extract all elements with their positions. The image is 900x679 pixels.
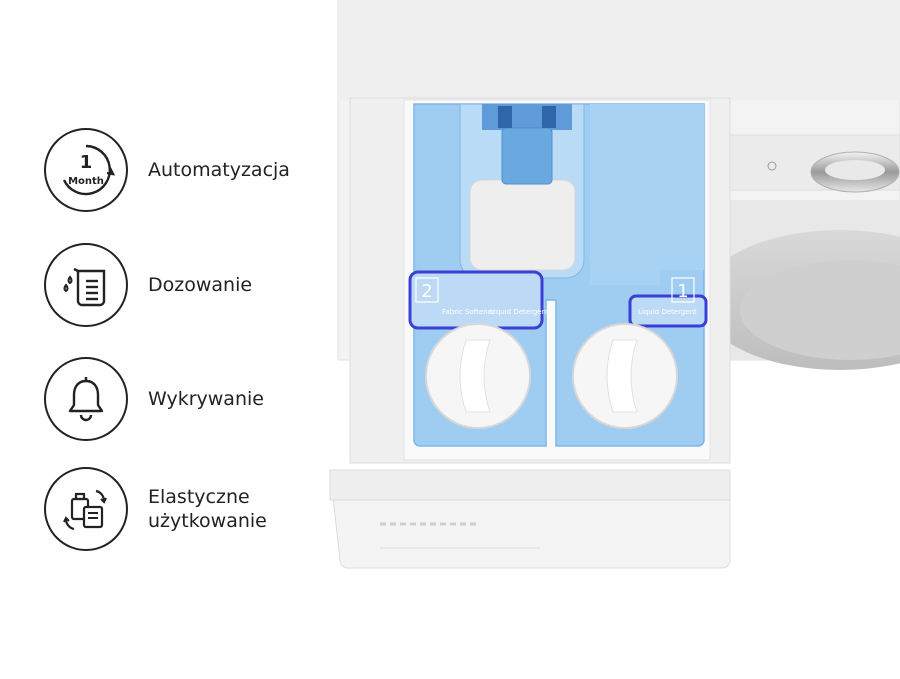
feature-label-dosing: Dozowanie [148,274,253,296]
detergent-swap-icon [44,467,128,551]
svg-text:Liquid Detergent: Liquid Detergent [638,308,697,316]
feature-dosing: Dozowanie [44,243,252,327]
power-icon [767,161,777,171]
svg-text:Month: Month [68,176,104,187]
dosing-cup-icon [44,243,128,327]
feature-flexible-use: Elastyczne użytkowanie [44,467,267,551]
svg-text:1: 1 [677,281,688,302]
feature-detection: Wykrywanie [44,357,264,441]
svg-text:Liquid Detergent: Liquid Detergent [490,308,549,316]
washer-drawer-illustration: 2 Fabric Softener Liquid Detergent 1 Liq… [320,0,900,674]
svg-text:Fabric Softener: Fabric Softener [442,308,495,316]
svg-text:2: 2 [421,281,432,302]
funnel-insert [469,179,576,271]
siphon-clip [482,104,572,130]
feature-automation: 1 Month Automatyzacja [44,128,290,212]
svg-text:1: 1 [80,152,93,173]
feature-label-detection: Wykrywanie [148,388,264,410]
compartment-1-label [628,294,708,328]
one-month-cycle-icon: 1 Month [44,128,128,212]
feature-label-flexible-use: Elastyczne użytkowanie [148,486,267,532]
feature-label-automation: Automatyzacja [148,159,290,181]
feature-list: 1 Month Automatyzacja Dozowanie [0,0,320,674]
bell-icon [44,357,128,441]
